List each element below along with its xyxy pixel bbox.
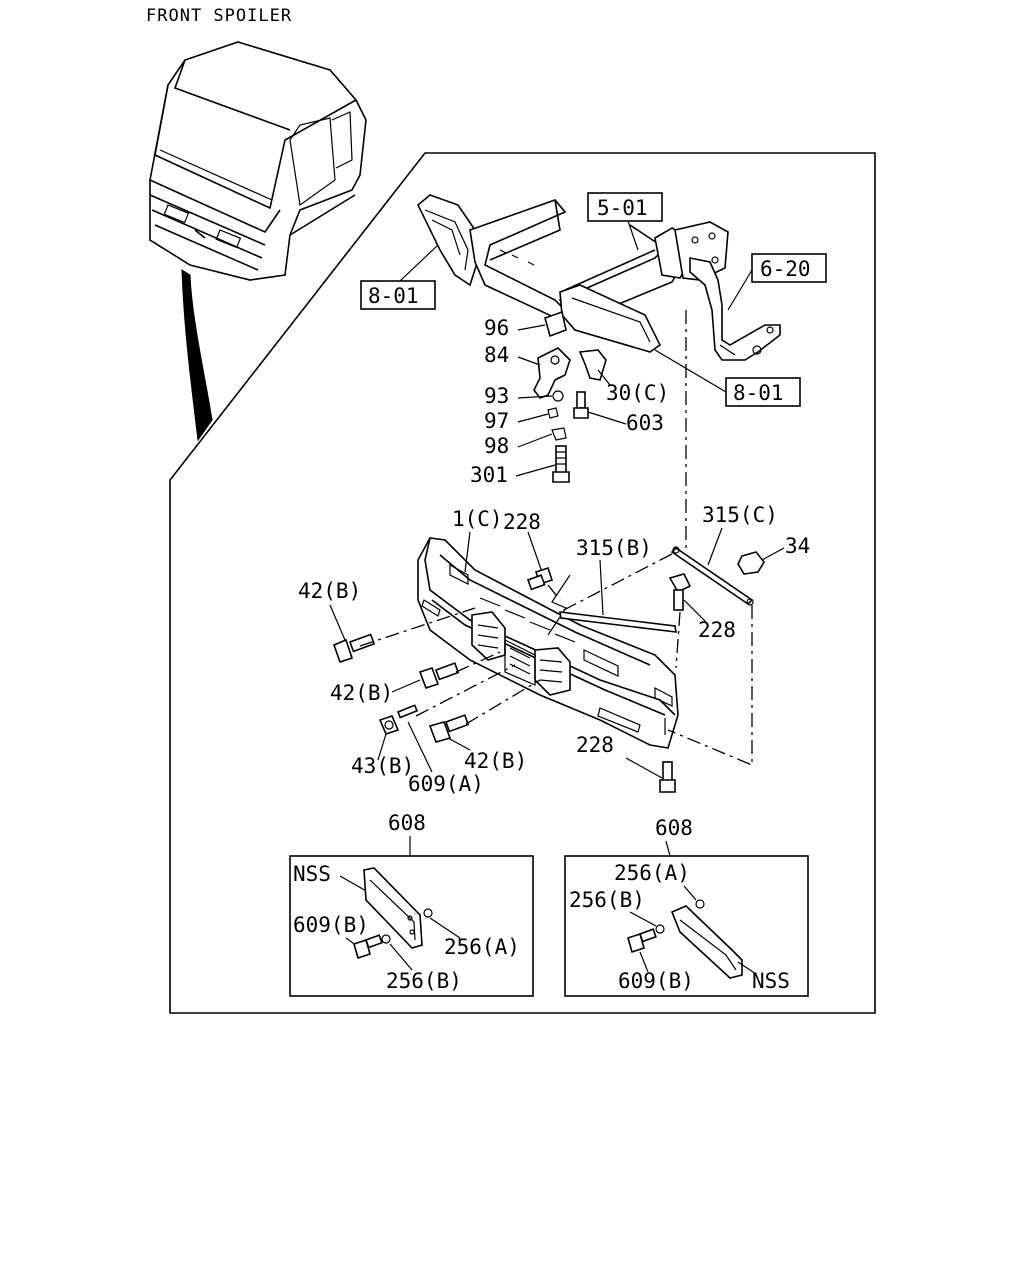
label-301: 301 <box>470 463 508 487</box>
label-left-256b: 256(B) <box>386 969 462 993</box>
label-43b: 43(B) <box>351 754 414 778</box>
ref-box-8-01-left <box>360 280 436 310</box>
label-right-256b: 256(B) <box>569 888 645 912</box>
view-arrow <box>181 269 213 442</box>
label-84: 84 <box>484 343 509 367</box>
detail-frame <box>169 152 876 1014</box>
ref-box-8-01-right <box>725 377 801 407</box>
label-left-256a: 256(A) <box>444 935 520 959</box>
diagram-title: FRONT SPOILER <box>146 6 292 26</box>
label-228-bot: 228 <box>576 733 614 757</box>
label-right-256a: 256(A) <box>614 861 690 885</box>
label-609a: 609(A) <box>408 772 484 796</box>
truck-cab-illustration <box>149 41 367 281</box>
label-right-609b: 609(B) <box>618 969 694 993</box>
ref-box-6-20 <box>751 253 827 283</box>
label-6-20: 6-20 <box>760 257 811 281</box>
label-42b-a: 42(B) <box>298 579 361 603</box>
label-603: 603 <box>626 411 664 435</box>
label-228-mid: 228 <box>698 618 736 642</box>
label-97: 97 <box>484 409 509 433</box>
label-5-01: 5-01 <box>597 196 648 220</box>
label-608-right: 608 <box>655 816 693 840</box>
assembly-leader-lines <box>359 310 753 766</box>
label-34: 34 <box>785 534 810 558</box>
label-315b: 315(B) <box>576 536 652 560</box>
label-8-01-left: 8-01 <box>368 284 419 308</box>
label-93: 93 <box>484 384 509 408</box>
label-315c: 315(C) <box>702 503 778 527</box>
label-30c: 30(C) <box>606 381 669 405</box>
ref-box-5-01 <box>587 192 663 222</box>
label-608-left: 608 <box>388 811 426 835</box>
label-228-top: 228 <box>503 510 541 534</box>
label-right-nss: NSS <box>752 969 790 993</box>
tow-hook-parts <box>533 310 607 483</box>
front-bumper-grille <box>417 537 679 749</box>
label-left-nss: NSS <box>293 862 331 886</box>
label-98: 98 <box>484 434 509 458</box>
label-left-609b: 609(B) <box>293 913 369 937</box>
label-42b-b: 42(B) <box>330 681 393 705</box>
label-8-01-right: 8-01 <box>733 381 784 405</box>
label-42b-c: 42(B) <box>464 749 527 773</box>
label-96: 96 <box>484 316 509 340</box>
label-1c: 1(C) <box>452 507 503 531</box>
bumper-frame-assembly <box>417 194 781 361</box>
